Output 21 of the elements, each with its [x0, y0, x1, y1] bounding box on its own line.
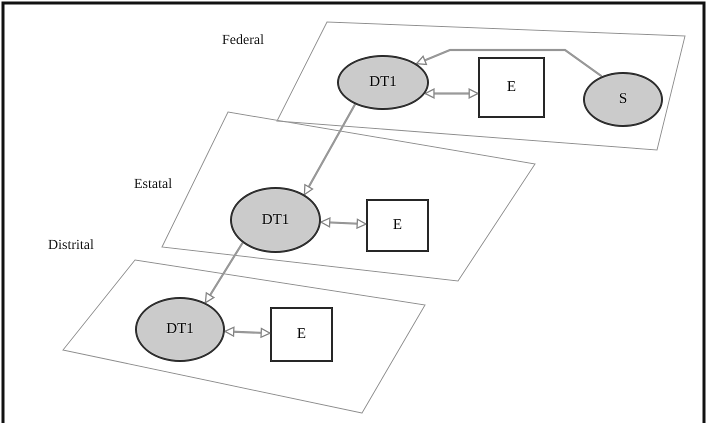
- arrow: [224, 326, 271, 338]
- level-label: Federal: [222, 33, 264, 49]
- node-label: E: [506, 79, 516, 96]
- entity-box: [478, 57, 545, 118]
- arrow: [320, 217, 367, 229]
- arrow: [416, 48, 602, 78]
- node-label: E: [296, 326, 306, 343]
- arrow: [303, 104, 356, 196]
- arrow: [204, 242, 244, 304]
- level-label: Distrital: [48, 238, 94, 254]
- node-label: DT1: [262, 212, 290, 228]
- node-label: DT1: [166, 321, 194, 338]
- arrow: [424, 88, 479, 99]
- node-label: E: [392, 217, 402, 234]
- process-oval: [583, 72, 663, 127]
- entity-box: [270, 307, 333, 362]
- entity-box: [366, 199, 429, 252]
- process-oval: [337, 55, 429, 110]
- level-label: Estatal: [134, 177, 172, 193]
- node-label: S: [618, 91, 628, 108]
- node-label: DT1: [369, 74, 397, 91]
